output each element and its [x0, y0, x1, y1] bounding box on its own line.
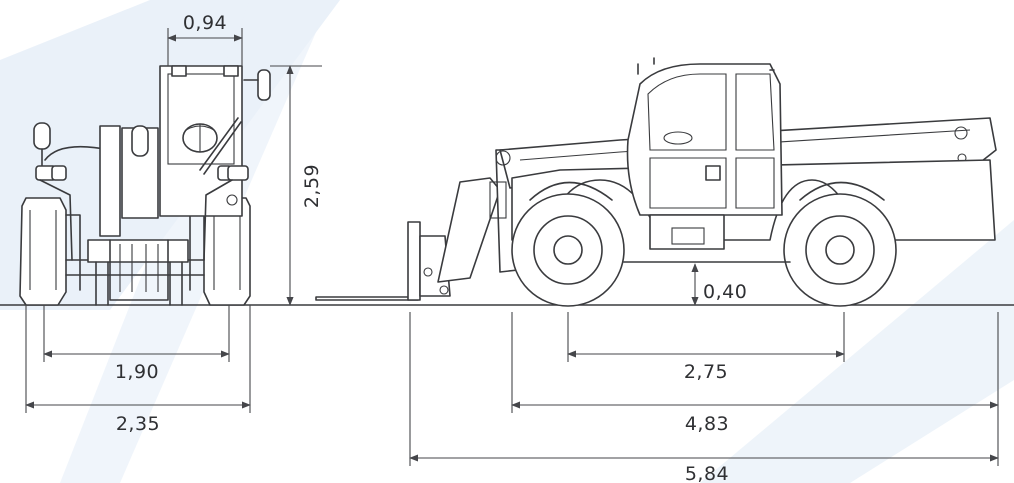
- dim-label-wheelbase: 2,75: [684, 361, 728, 383]
- dim-label-overall-width: 2,35: [116, 413, 160, 435]
- dim-label-overall-length: 5,84: [685, 463, 729, 483]
- dim-cab-width: [167, 28, 243, 66]
- side-view: [315, 57, 997, 307]
- dim-length-without-forks: [511, 312, 999, 466]
- dim-wheelbase: [567, 312, 845, 362]
- dim-height: [270, 65, 322, 306]
- front-view: [19, 65, 271, 306]
- dim-label-cab-width: 0,94: [183, 12, 227, 34]
- dim-label-height: 2,59: [301, 164, 323, 208]
- dim-track-width: [43, 305, 230, 362]
- dim-label-ground-clearance: 0,40: [703, 281, 747, 303]
- dim-label-length-without-forks: 4,83: [685, 413, 729, 435]
- dim-overall-length: [409, 312, 999, 466]
- dim-label-track-width: 1,90: [115, 361, 159, 383]
- dim-overall-width: [25, 305, 251, 413]
